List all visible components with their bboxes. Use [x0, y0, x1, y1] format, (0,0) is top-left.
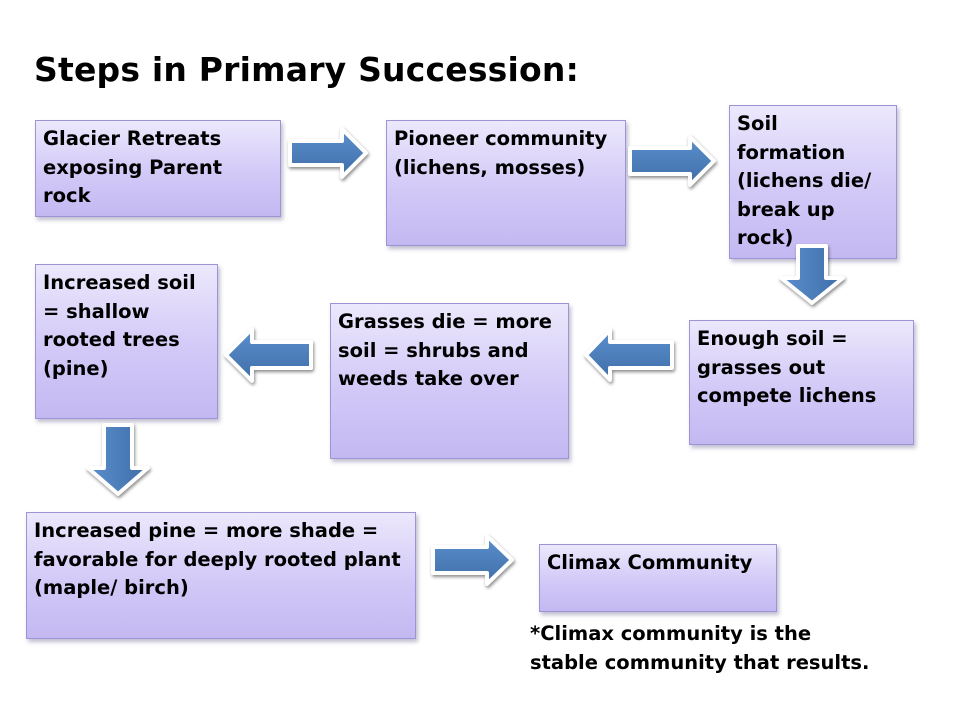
step-text: Increased pine = more shade = favorable … [34, 519, 401, 599]
page-title: Steps in Primary Succession: [34, 50, 579, 89]
step-text: Grasses die = more soil = shrubs and wee… [338, 310, 552, 390]
step-text: Climax Community [547, 551, 753, 574]
step-text: Pioneer community (lichens, mosses) [394, 127, 608, 179]
arrow-down-1 [779, 244, 845, 305]
step-box-soil-formation: Soil formation (lichens die/ break up ro… [729, 105, 897, 259]
step-text: Enough soil = grasses out compete lichen… [697, 327, 877, 407]
step-box-pioneer-community: Pioneer community (lichens, mosses) [386, 120, 626, 246]
arrow-right-3 [431, 534, 514, 586]
step-box-glacier-retreats: Glacier Retreats exposing Parent rock [35, 120, 281, 217]
step-text: Increased soil = shallow rooted trees (p… [43, 271, 196, 380]
arrow-left-1 [584, 328, 674, 382]
arrow-down-2 [86, 423, 150, 496]
arrow-right-1 [288, 127, 368, 179]
step-box-increased-soil: Increased soil = shallow rooted trees (p… [35, 264, 218, 419]
arrow-left-2 [224, 327, 313, 383]
step-text: Glacier Retreats exposing Parent rock [43, 127, 223, 207]
step-box-increased-pine: Increased pine = more shade = favorable … [26, 512, 416, 639]
step-box-grasses-die: Grasses die = more soil = shrubs and wee… [330, 303, 569, 459]
step-text: Soil formation (lichens die/ break up ro… [737, 112, 872, 249]
step-box-climax-community: Climax Community [539, 544, 777, 612]
arrow-right-2 [628, 135, 716, 187]
climax-footnote: *Climax community is the stable communit… [530, 622, 870, 674]
step-box-enough-soil: Enough soil = grasses out compete lichen… [689, 320, 914, 445]
